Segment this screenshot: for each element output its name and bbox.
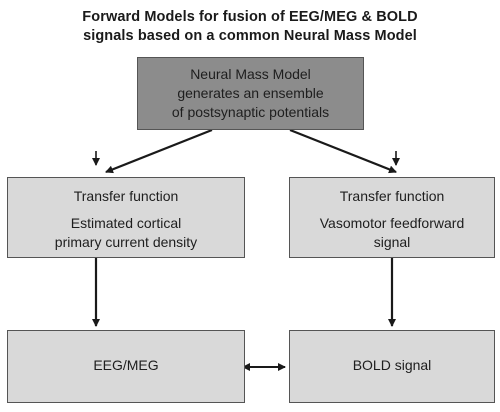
arrow-nmm-to-transfer-right	[289, 128, 397, 174]
nmm-line-3: of postsynaptic potentials	[171, 104, 330, 120]
eeg-meg-label: EEG/MEG	[93, 357, 159, 373]
transfer-function-left-box: Transfer function Estimated cortical pri…	[7, 177, 245, 258]
bold-signal-label: BOLD signal	[352, 357, 432, 373]
transfer-right-heading: Transfer function	[339, 188, 445, 204]
eeg-meg-box: EEG/MEG	[7, 330, 245, 403]
nmm-line-1: Neural Mass Model	[190, 66, 311, 82]
neural-mass-model-box: Neural Mass Model generates an ensemble …	[137, 57, 364, 130]
bold-signal-box: BOLD signal	[289, 330, 495, 403]
transfer-right-line-1: Vasomotor feedforward	[319, 215, 465, 231]
transfer-left-heading: Transfer function	[73, 188, 179, 204]
transfer-left-line-1: Estimated cortical	[70, 215, 182, 231]
arrow-nmm-to-transfer-left	[105, 128, 213, 174]
diagram-title-line-2: signals based on a common Neural Mass Mo…	[83, 28, 417, 44]
transfer-right-line-2: signal	[373, 234, 411, 250]
nmm-line-2: generates an ensemble	[177, 85, 324, 101]
transfer-left-line-2: primary current density	[54, 234, 198, 250]
transfer-function-right-box: Transfer function Vasomotor feedforward …	[289, 177, 495, 258]
diagram-title-line-1: Forward Models for fusion of EEG/MEG & B…	[82, 9, 418, 25]
